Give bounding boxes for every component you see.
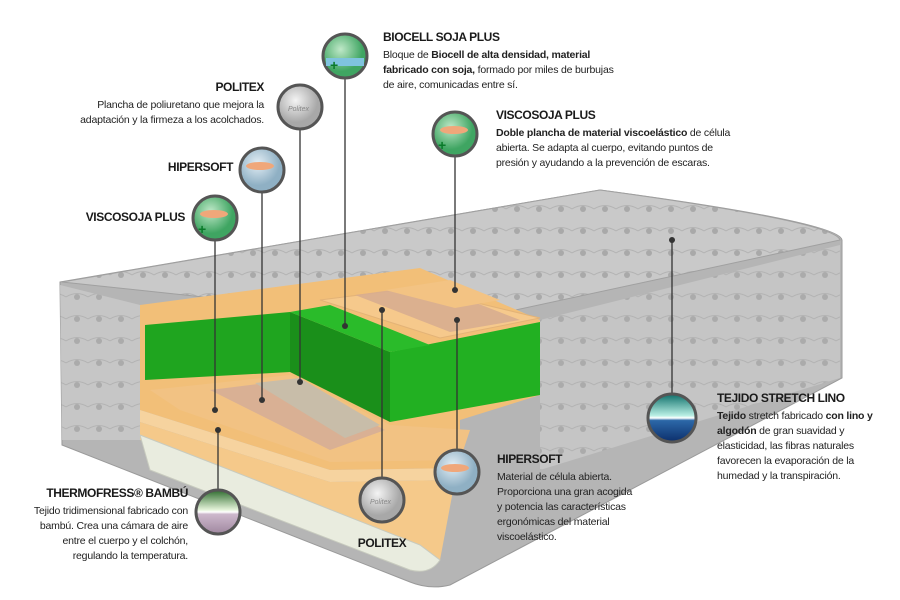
biocell-layer xyxy=(145,312,290,380)
biocell-foam-icon: + xyxy=(321,32,369,80)
svg-text:+: + xyxy=(198,221,206,237)
politex-sheet-icon: Politex xyxy=(276,83,324,131)
hand-foam-icon xyxy=(238,146,286,194)
label-hipersoft-top: HIPERSOFT xyxy=(167,160,233,174)
politex-sheet-icon: Politex xyxy=(358,476,406,524)
fabric-wave-icon xyxy=(646,392,698,444)
label-viscosoja-left: VISCOSOJA PLUS xyxy=(85,210,186,224)
label-hipersoft-bottom: HIPERSOFT Material de célula abierta. Pr… xyxy=(497,452,633,543)
politex-logo-text: Politex xyxy=(370,499,392,506)
hand-plus-icon: + xyxy=(431,110,479,158)
leader-lines xyxy=(214,78,673,490)
hand-plus-icon: + xyxy=(191,194,239,242)
politex-logo-text: Politex xyxy=(288,106,310,113)
hand-foam-icon xyxy=(433,448,481,496)
label-politex-top: POLITEX Plancha de poliuretano que mejor… xyxy=(80,80,264,126)
label-biocell-soja-plus: BIOCELL SOJA PLUS Bloque de Biocell de a… xyxy=(383,30,614,91)
mattress xyxy=(59,189,843,588)
svg-text:+: + xyxy=(438,137,446,153)
label-politex-bottom: POLITEX xyxy=(357,536,407,550)
label-tejido-stretch-lino: TEJIDO STRETCH LINO Tejido stretch fabri… xyxy=(717,391,873,482)
label-viscosoja-right: VISCOSOJA PLUS Doble plancha de material… xyxy=(496,108,731,169)
label-thermofress-bambu: THERMOFRESS® BAMBÚ Tejido tridimensional… xyxy=(33,486,188,562)
svg-text:+: + xyxy=(330,57,338,73)
bamboo-fiber-icon xyxy=(194,488,242,536)
